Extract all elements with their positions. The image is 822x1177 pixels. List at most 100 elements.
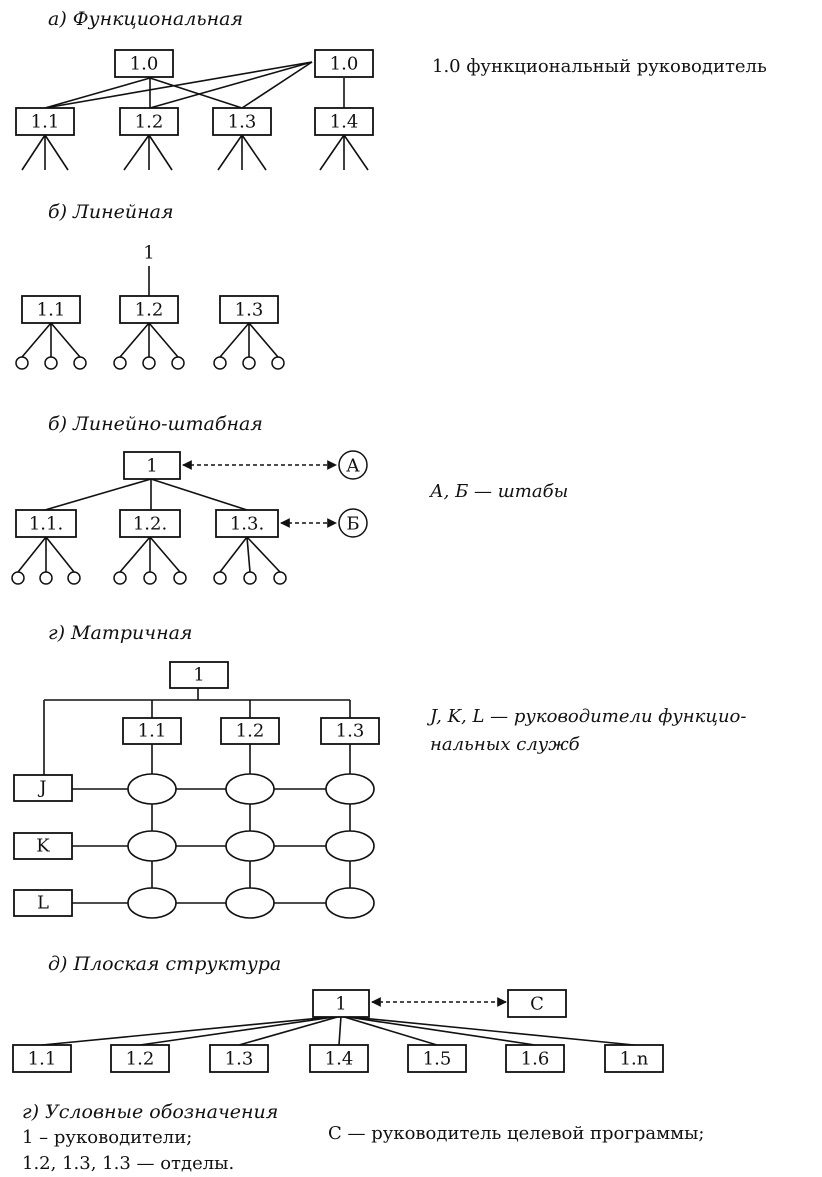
functional-dept-box [15,107,75,136]
program-manager-label: С [530,994,544,1015]
matrix-note-line2: нальных служб [430,734,581,755]
subordinate-fan [319,134,369,171]
flat-dept-label: 1.2 [126,1049,155,1070]
linear-structure: 1 1.1 1.2 1.3 [15,243,285,370]
functional-dept-label: 1.4 [330,112,359,133]
linear-root-label: 1 [143,243,154,264]
functional-manager-label: 1.0 [330,54,359,75]
line-staff-root-label: 1 [146,456,157,477]
program-manager-box [507,989,567,1018]
line-staff-dept-label: 1.1. [29,514,63,535]
matrix-column-box [220,717,280,745]
functional-dept-label: 1.3 [228,112,257,133]
matrix-row-box [13,889,73,917]
flat-title: д) Плоская структура [48,953,281,975]
matrix-root-label: 1 [193,665,204,686]
line-staff-structure: 1 А 1.1. 1.2. 1.3. Б [11,450,368,585]
functional-manager-label: 1.0 [130,54,159,75]
flat-dept-label: 1.n [620,1049,649,1070]
flat-dept-label: 1.1 [28,1049,57,1070]
subordinate-fan [17,536,75,573]
subordinate-fan [21,134,69,171]
functional-dept-box [119,107,179,136]
functional-dept-label: 1.1 [31,112,60,133]
matrix-project-ellipses [127,773,375,919]
matrix-root-box [169,661,229,689]
subordinate-fan [119,536,181,573]
matrix-row-label: K [36,836,50,857]
line-staff-dept-label: 1.2. [133,514,167,535]
line-staff-note: А, Б — штабы [428,481,568,502]
legend-line2: 1.2, 1.3, 1.3 — отделы. [22,1153,234,1174]
matrix-row-label: J [37,778,46,799]
flat-dept-label: 1.4 [325,1049,354,1070]
flat-dept-box [407,1044,467,1073]
staff-a-label: А [346,456,360,477]
line-topright-1-3 [241,61,313,109]
subordinate-fan [217,134,267,171]
flat-dept-box [505,1044,565,1073]
linear-dept-label: 1.3 [235,300,264,321]
line-staff-dept-box [15,509,77,538]
functional-note: 1.0 функциональный руководитель [432,56,767,77]
flat-dept-box [604,1044,664,1073]
flat-dept-box [110,1044,170,1073]
matrix-row-label: L [37,893,49,914]
executor-circles [11,571,287,585]
matrix-title: г) Матричная [48,622,193,644]
flat-root-box [312,989,370,1018]
matrix-structure: 1 1.1 1.2 1.3 J K L [13,661,380,919]
flat-link [41,1015,342,1046]
line-staff-dept-box [119,509,181,538]
flat-link [340,1015,635,1046]
flat-dept-box [309,1044,369,1073]
flat-root-label: 1 [335,994,346,1015]
line-topleft-1-3 [149,77,243,109]
executor-circles [15,356,285,370]
matrix-row-box [13,774,73,802]
matrix-column-label: 1.3 [336,721,365,742]
flat-link [238,1015,342,1046]
line-root-1-1 [44,478,152,511]
flat-link [340,1015,438,1046]
functional-dept-label: 1.2 [135,112,164,133]
line-staff-title: б) Линейно-штабная [48,413,263,435]
subordinate-fan [219,536,281,573]
matrix-column-label: 1.2 [236,721,265,742]
legend-note: С — руководитель целевой программы; [328,1123,704,1144]
line-root-1-3 [150,478,248,511]
line-topright-1-2 [149,61,313,109]
functional-manager-box [314,49,374,78]
flat-dept-label: 1.6 [521,1049,550,1070]
flat-dept-box [209,1044,269,1073]
functional-dept-box [314,107,374,136]
flat-link [139,1015,342,1046]
functional-structure: 1.0 1.0 1.1 1.2 1.3 1.4 [15,49,374,171]
linear-title: б) Линейная [48,201,174,223]
staff-b-label: Б [346,514,359,535]
matrix-note-line1: J, K, L — руководители функцио- [426,706,746,727]
flat-link [340,1015,536,1046]
subordinate-fan [219,322,279,358]
flat-dept-box [12,1044,72,1073]
linear-dept-box [119,295,179,324]
functional-title: а) Функциональная [48,8,243,30]
flat-dept-label: 1.3 [225,1049,254,1070]
linear-dept-label: 1.1 [37,300,66,321]
matrix-column-box [122,717,182,745]
matrix-column-label: 1.1 [138,721,167,742]
flat-structure: 1 С 1.1 1.2 1.3 1.4 1.5 1.6 1.n [12,989,664,1073]
linear-dept-box [21,295,81,324]
staff-b-circle [338,508,368,538]
subordinate-fan [119,322,179,358]
functional-manager-box [114,49,174,78]
line-staff-dept-label: 1.3. [230,514,264,535]
line-topleft-1-1 [44,77,151,109]
staff-a-circle [338,450,368,480]
subordinate-fan [21,322,81,358]
functional-dept-box [212,107,272,136]
line-topright-1-1 [44,61,313,109]
subordinate-fan [123,134,173,171]
